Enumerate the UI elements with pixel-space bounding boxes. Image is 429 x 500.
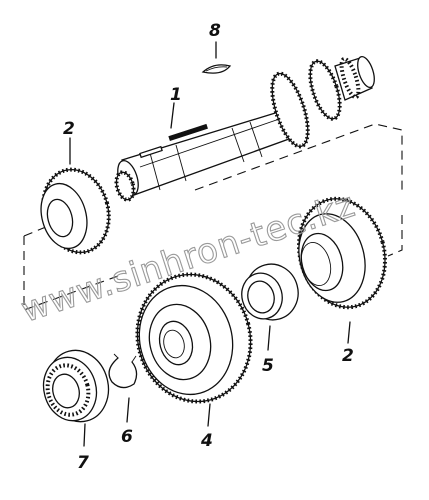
bushing	[241, 263, 299, 321]
callout-2-left: 2	[63, 119, 75, 139]
ball-bearing	[42, 349, 110, 423]
gear-large	[135, 272, 253, 404]
gear-right	[297, 196, 387, 310]
callout-8: 8	[209, 21, 221, 41]
callout-4: 4	[200, 431, 213, 451]
callout-leaders	[69, 41, 351, 447]
woodruff-key	[201, 64, 232, 74]
snap-ring	[108, 353, 138, 389]
gear-left	[40, 167, 111, 255]
main-shaft	[114, 55, 375, 202]
callout-1: 1	[170, 85, 182, 105]
callout-2-right: 2	[342, 346, 354, 366]
callout-5: 5	[262, 356, 274, 376]
callout-7: 7	[77, 453, 89, 473]
callout-6: 6	[121, 427, 133, 447]
